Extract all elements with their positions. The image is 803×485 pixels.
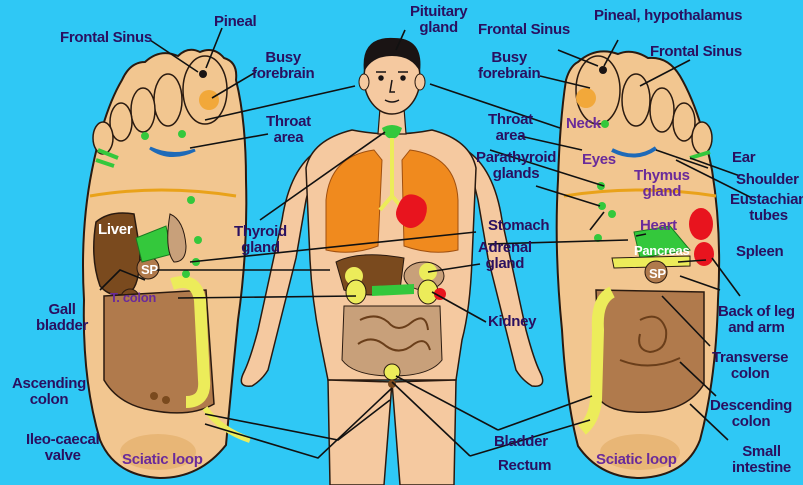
label-rectum: Rectum [498,458,551,474]
label-pineal-hypothalamus: Pineal, hypothalamus [594,8,742,24]
label-pituitary-gland: Pituitary gland [410,4,467,36]
label-throat-area-left: Throat area [266,114,311,146]
label-descending-colon: Descending colon [710,398,792,430]
label-sp-left: SP [141,262,158,278]
label-pancreas: Pancreas [634,243,689,259]
label-frontal-sinus-right-top: Frontal Sinus [478,22,570,38]
left-ear [359,74,369,90]
right-toe-2 [622,74,650,126]
left-pineal-dot [199,70,207,78]
left-sciatic-dot [162,396,170,404]
label-pineal: Pineal [214,14,256,30]
label-heart: Heart [640,218,677,234]
label-kidney: Kidney [488,314,536,330]
right-pineal-dot [599,66,607,74]
body-pancreas [372,284,414,296]
label-shoulder: Shoulder [736,172,799,188]
label-thyroid-gland: Thyroid gland [234,224,287,256]
label-frontal-sinus-left: Frontal Sinus [60,30,152,46]
right-spleen [694,242,714,266]
label-stomach: Stomach [488,218,549,234]
label-ileo-caecal-valve: Ileo-caecal valve [26,432,99,464]
label-ear: Ear [732,150,755,166]
label-frontal-sinus-right: Frontal Sinus [650,44,742,60]
label-eyes: Eyes [582,152,616,168]
left-foot [83,50,250,478]
right-forebrain-spot [576,88,596,108]
left-forebrain-spot [199,90,219,110]
label-sp-right: SP [649,266,666,282]
left-toe-2 [154,74,182,126]
left-toe-5 [93,122,113,154]
left-leg [328,380,392,485]
label-parathyroid-glands: Parathyroid glands [476,150,556,182]
label-small-intestine: Small intestine [732,444,791,476]
right-toe-3 [650,88,674,132]
label-spleen: Spleen [736,244,783,260]
label-neck: Neck [566,116,601,132]
label-sciatic-loop-right: Sciatic loop [596,452,677,468]
right-leg [392,380,456,485]
left-small-dots [150,392,158,400]
label-adrenal-gland: Adrenal gland [478,240,532,272]
right-toe-5 [692,122,712,154]
label-ascending-colon: Ascending colon [12,376,86,408]
label-busy-forebrain-right: Busy forebrain [478,50,540,82]
label-eustachian-tubes: Eustachian tubes [730,192,803,224]
label-thymus-gland: Thymus gland [634,168,690,200]
label-transverse-colon: Transverse colon [712,350,788,382]
label-back-of-leg-and-arm: Back of leg and arm [718,304,795,336]
left-toe-3 [131,88,155,132]
label-sciatic-loop-left: Sciatic loop [122,452,203,468]
label-busy-forebrain-left: Busy forebrain [252,50,314,82]
label-t-colon: T. colon [110,290,156,306]
right-heart [689,208,713,240]
body-kidney-left [346,280,366,304]
label-throat-area-right: Throat area [488,112,533,144]
right-ear [415,74,425,90]
label-gall-bladder: Gall bladder [36,302,88,334]
label-bladder: Bladder [494,434,548,450]
label-liver: Liver [98,222,132,238]
